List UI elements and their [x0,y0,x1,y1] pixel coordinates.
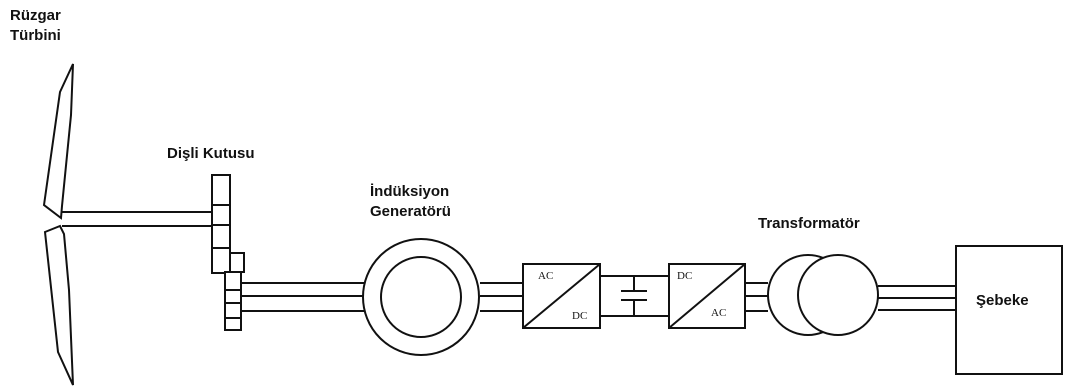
turbine-blade-lower [43,224,74,386]
gearbox-label: Dişli Kutusu [167,145,255,162]
turbine-label-line1: Rüzgar [10,7,61,24]
turbine-blade-upper [42,63,74,220]
dc-link [600,275,669,317]
inverter-converter: DC AC [668,263,746,329]
transformer-grid-lines [878,285,956,311]
rectifier-dc-label: DC [572,310,587,322]
inverter-transformer-lines [745,282,768,312]
gearbox [211,174,245,331]
dc-link-capacitor [621,290,647,301]
generator-converter-lines [480,282,523,312]
rectifier-converter: AC DC [522,263,601,329]
gearbox-generator-shaft [241,282,378,312]
rectifier-ac-label: AC [538,270,553,282]
induction-generator [362,238,480,356]
transformer-label: Transformatör [758,215,860,232]
generator-label-line1: İndüksiyon [370,183,449,200]
grid-box: Şebeke [955,245,1063,375]
turbine-rotor [42,63,74,386]
grid-label: Şebeke [976,292,1029,309]
inverter-dc-label: DC [677,270,692,282]
transformer [767,254,879,336]
inverter-ac-label: AC [711,307,726,319]
main-shaft [62,211,212,227]
generator-label-line2: Generatörü [370,203,451,220]
turbine-label-line2: Türbini [10,27,61,44]
